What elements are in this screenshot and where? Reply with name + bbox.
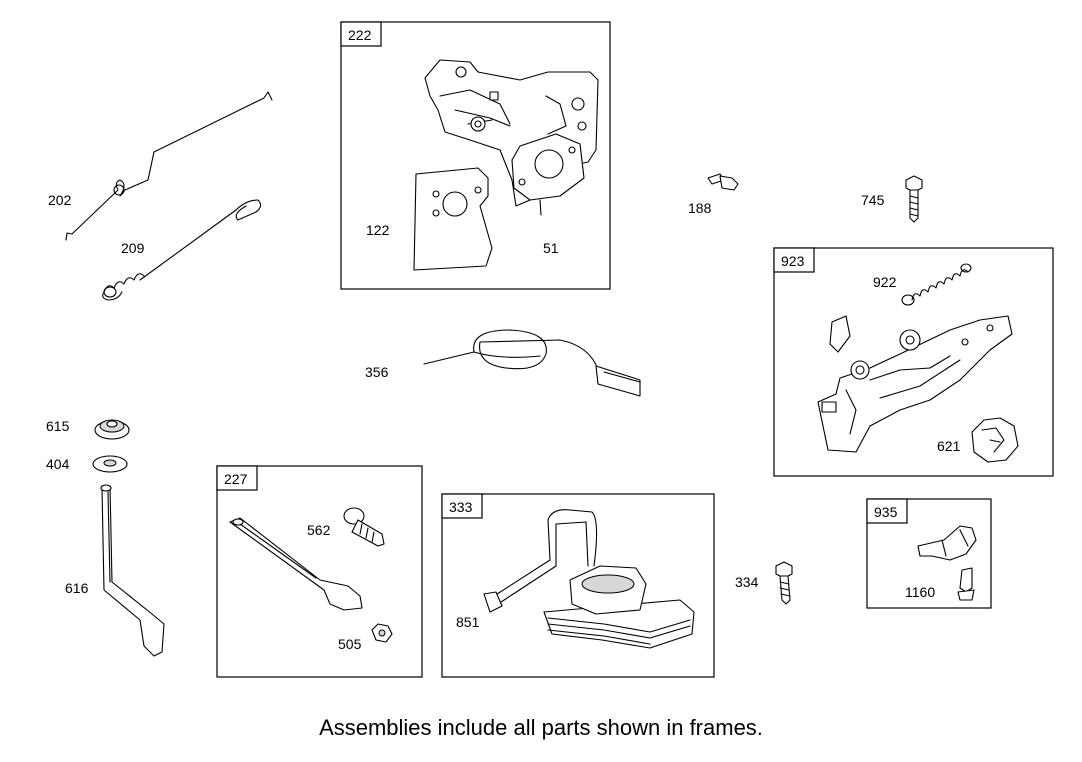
frame-923: 923	[773, 247, 1054, 477]
part-334-bolt	[775, 561, 793, 605]
part-51-gasket	[511, 133, 585, 216]
label-505: 505	[338, 636, 362, 652]
part-122-gasket	[413, 167, 493, 271]
part-209-governor-spring	[102, 199, 262, 301]
part-202-link-wire	[65, 91, 273, 241]
frame-227: 227	[216, 465, 423, 678]
label-616: 616	[65, 580, 89, 596]
part-404-washer	[92, 455, 128, 473]
part-922-spring	[901, 263, 972, 306]
part-562-screw	[343, 507, 385, 547]
label-922: 922	[873, 274, 897, 290]
part-621-clip	[971, 417, 1019, 463]
part-745-bolt	[905, 175, 923, 223]
label-745: 745	[861, 192, 885, 208]
frame-label-935: 935	[874, 504, 898, 520]
label-188: 188	[688, 200, 712, 216]
frame-935: 935	[866, 498, 992, 609]
frame-222: 222	[340, 21, 611, 290]
diagram-caption: Assemblies include all parts shown in fr…	[319, 715, 763, 740]
label-851: 851	[456, 614, 480, 630]
part-616-control-shaft	[100, 484, 165, 657]
label-621: 621	[937, 438, 961, 454]
label-122: 122	[366, 222, 390, 238]
part-923-control-plate	[817, 315, 1013, 453]
label-615: 615	[46, 418, 70, 434]
frame-label-333: 333	[449, 499, 473, 515]
label-1160: 1160	[905, 584, 935, 600]
part-935-brake-assembly	[917, 525, 977, 601]
part-356-ground-wire	[423, 329, 641, 397]
label-404: 404	[46, 456, 70, 472]
frame-333: 333	[441, 493, 715, 678]
part-505-nut	[371, 623, 393, 643]
label-209: 209	[121, 240, 145, 256]
part-227-throttle-lever	[229, 517, 363, 611]
frame-label-923: 923	[781, 253, 805, 269]
label-202: 202	[48, 192, 72, 208]
label-51: 51	[543, 240, 559, 256]
frame-label-227: 227	[224, 471, 248, 487]
part-615-nut	[94, 419, 130, 440]
frame-label-222: 222	[348, 27, 372, 43]
label-334: 334	[735, 574, 759, 590]
part-188-screw	[707, 173, 739, 191]
label-562: 562	[307, 522, 331, 538]
label-356: 356	[365, 364, 389, 380]
part-333-ignition-armature	[483, 509, 695, 649]
